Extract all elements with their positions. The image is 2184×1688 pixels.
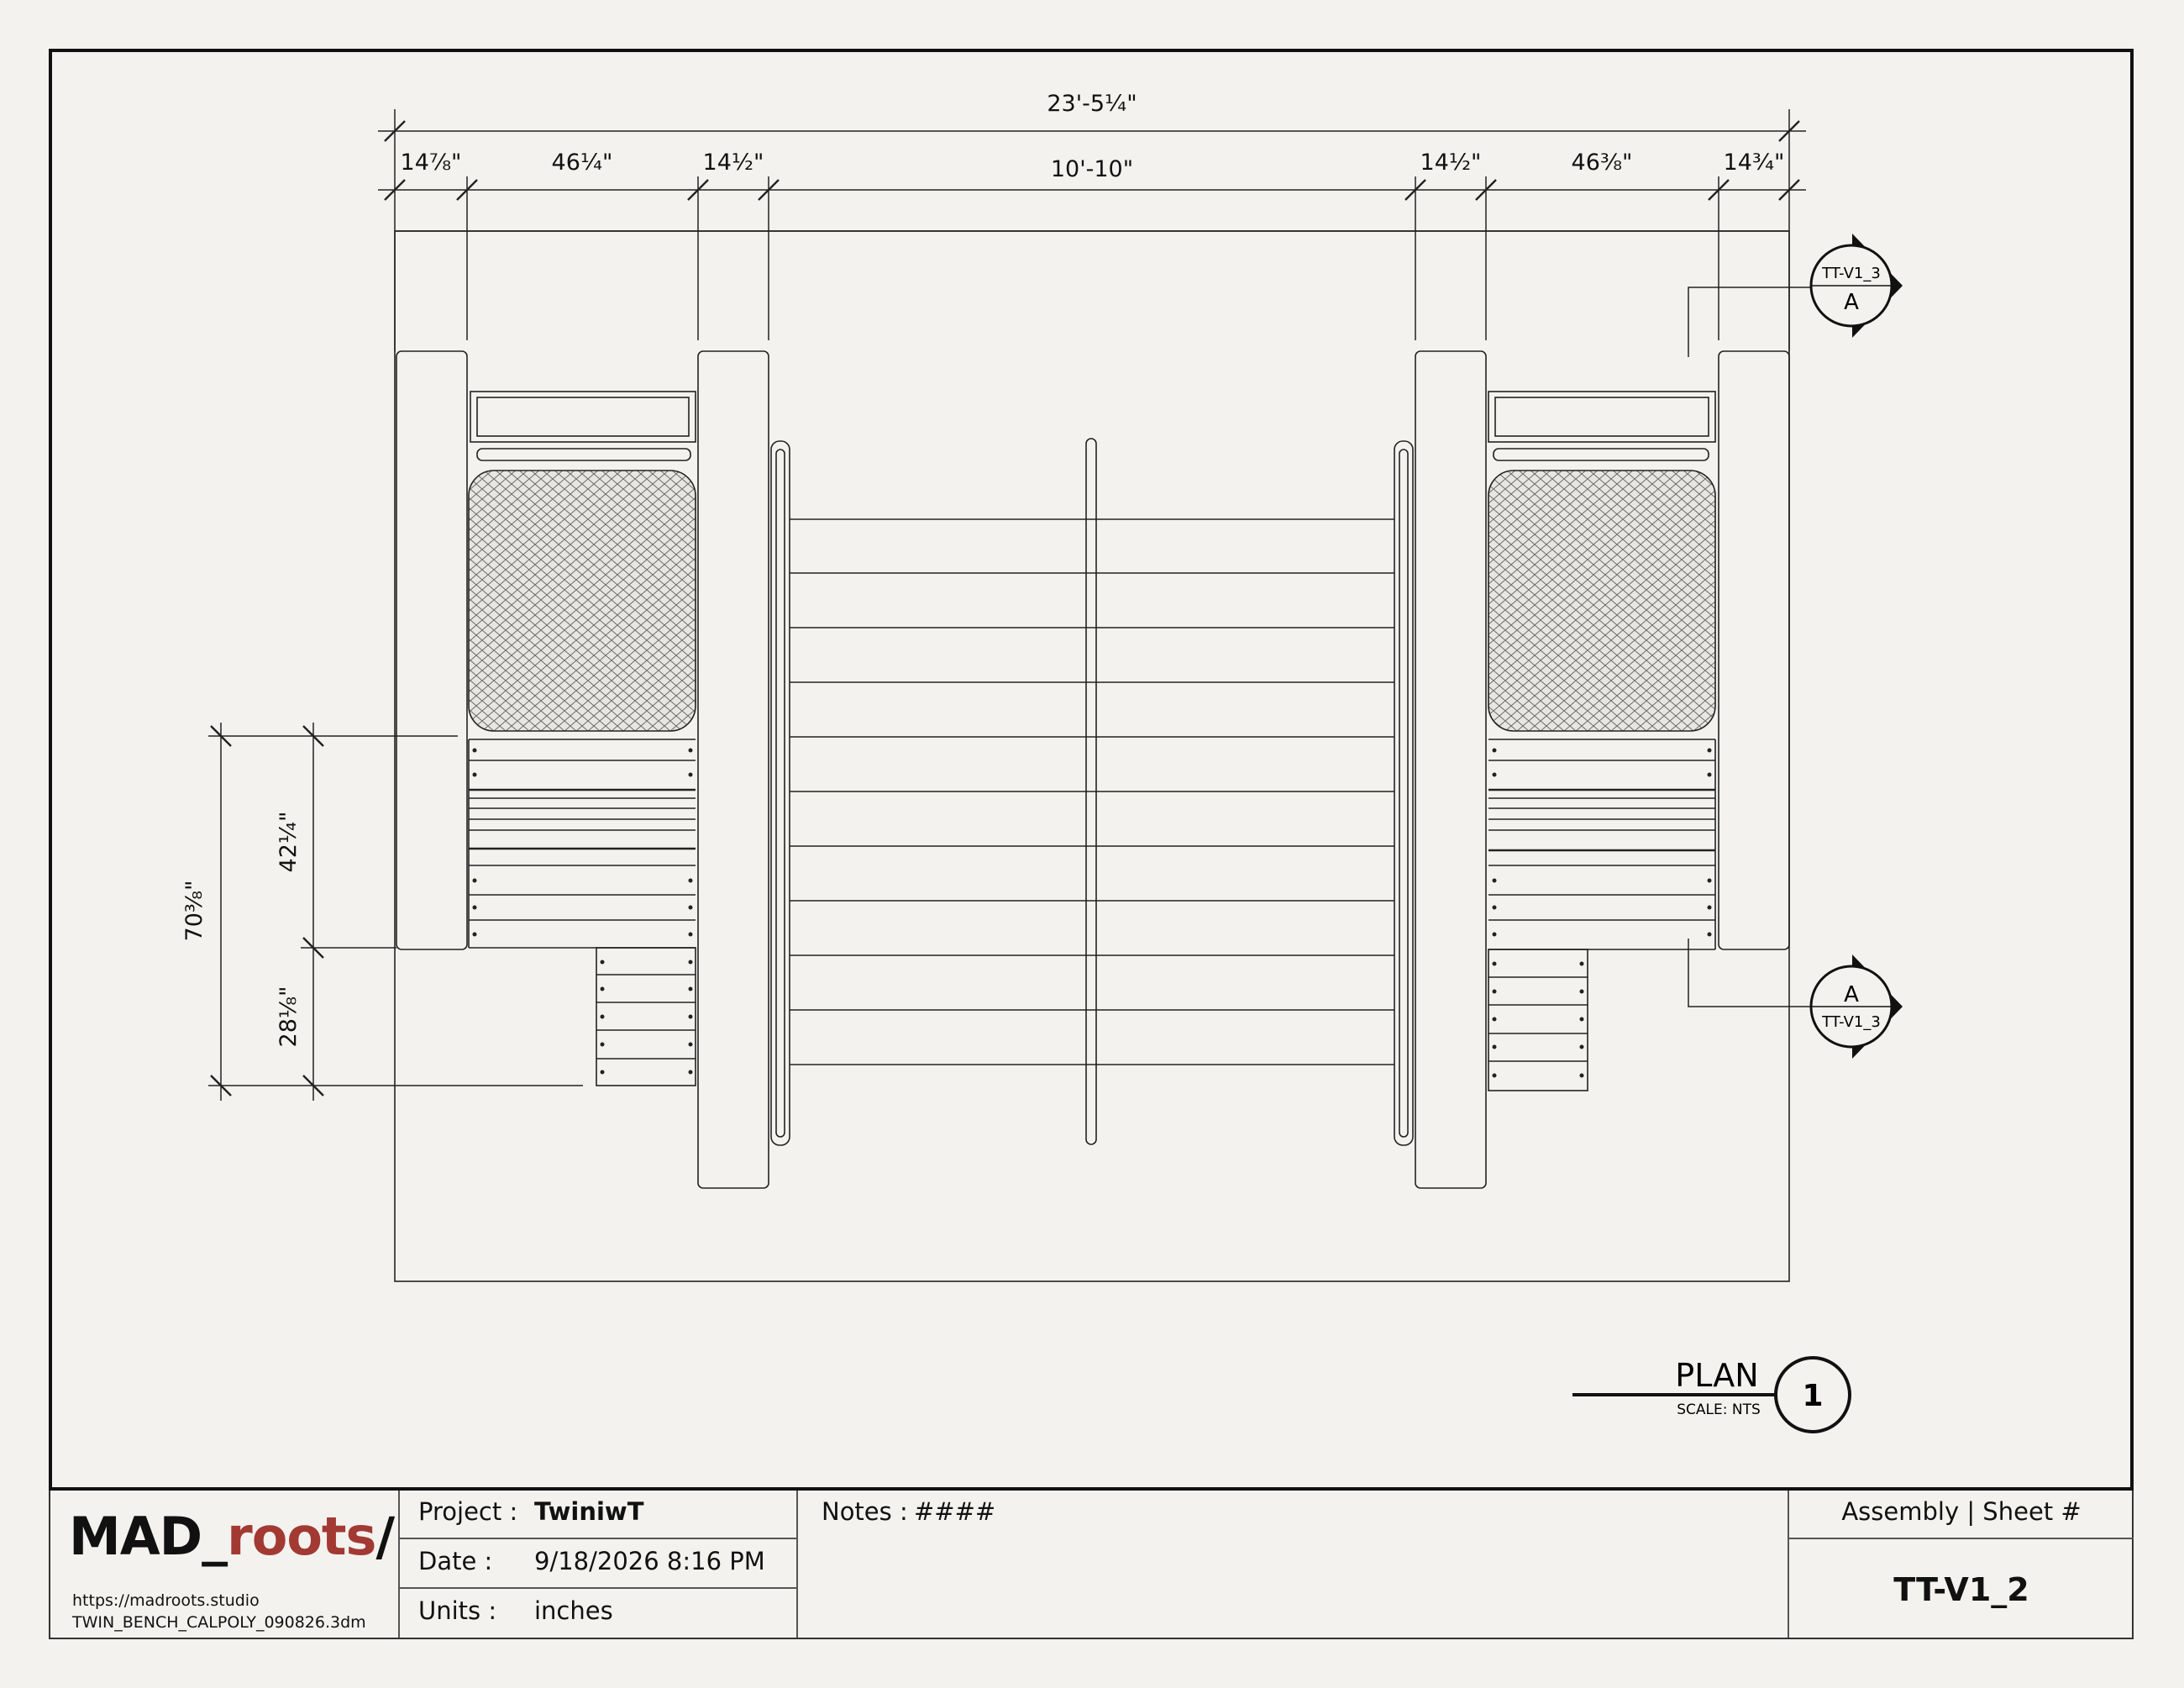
- project-info-cell: Project : TwiniwT Date : 9/18/2026 8:16 …: [400, 1491, 798, 1638]
- logo-cell: MAD_roots/ https://madroots.studio TWIN_…: [50, 1491, 400, 1638]
- units-value: inches: [534, 1596, 613, 1625]
- section-marker-top[interactable]: TT-V1_3 A: [1688, 234, 1903, 357]
- project-label: Project :: [418, 1497, 518, 1526]
- section-top-letter: A: [1844, 290, 1859, 315]
- left-inner-beam: [697, 350, 769, 1189]
- view-title: PLAN SCALE: NTS 1: [1572, 1356, 1851, 1433]
- studio-url[interactable]: https://madroots.studio: [72, 1591, 260, 1610]
- studio-logo: MAD_roots/: [69, 1506, 395, 1567]
- right-inner-beam: [1415, 350, 1487, 1189]
- notes-cell: Notes : ####: [798, 1491, 1789, 1638]
- right-step: [1488, 949, 1588, 1091]
- left-dimensions: [208, 723, 583, 1101]
- left-mesh-seat: [468, 470, 696, 732]
- dim-left-overall: 70⅜": [181, 881, 207, 942]
- right-seat-slats: [1488, 739, 1716, 950]
- assembly-label: Assembly | Sheet #: [1841, 1497, 2082, 1526]
- table-slats: [790, 518, 1394, 1065]
- top-dimensions: [378, 109, 1806, 351]
- left-backrest: [470, 391, 696, 443]
- center-support: [1085, 438, 1097, 1145]
- footprint-outline: [394, 230, 1790, 1282]
- drawing-frame: [49, 49, 2134, 1491]
- section-top-sheet: TT-V1_3: [1821, 265, 1881, 282]
- units-label: Units :: [418, 1596, 497, 1625]
- date-label: Date :: [418, 1547, 493, 1575]
- dim-seg-1: 14⅞": [401, 150, 462, 176]
- view-title-label: PLAN: [1675, 1357, 1758, 1394]
- view-number: 1: [1802, 1379, 1823, 1413]
- right-mesh-seat: [1488, 470, 1716, 732]
- right-backrest: [1488, 391, 1716, 443]
- dim-seg-4: 10'-10": [1051, 156, 1133, 182]
- notes-value: ####: [914, 1497, 996, 1526]
- sheet-number: TT-V1_2: [1893, 1571, 2029, 1608]
- notes-label: Notes :: [822, 1497, 908, 1526]
- title-block: MAD_roots/ https://madroots.studio TWIN_…: [49, 1491, 2134, 1639]
- dim-seg-2: 46¼": [552, 150, 613, 176]
- view-title-scale: SCALE: NTS: [1677, 1401, 1761, 1418]
- file-name: TWIN_BENCH_CALPOLY_090826.3dm: [72, 1613, 366, 1632]
- date-value: 9/18/2026 8:16 PM: [534, 1547, 765, 1575]
- left-step: [596, 947, 696, 1086]
- sheet-cell: Assembly | Sheet # TT-V1_2: [1789, 1491, 2135, 1638]
- dim-seg-5: 14½": [1420, 150, 1482, 176]
- left-rail: [770, 440, 790, 1146]
- dim-left-upper: 42¼": [276, 812, 302, 873]
- section-bottom-sheet: TT-V1_3: [1821, 1013, 1881, 1031]
- dim-seg-6: 46⅜": [1572, 150, 1633, 176]
- right-bench: [1394, 350, 1790, 1189]
- dim-overall: 23'-5¼": [1047, 91, 1137, 117]
- section-bottom-letter: A: [1844, 982, 1859, 1007]
- left-bench: [396, 350, 790, 1189]
- left-outer-beam: [396, 350, 468, 950]
- left-seat-slats: [468, 739, 696, 949]
- fastener-dots: [472, 748, 1712, 1078]
- right-outer-beam: [1718, 350, 1790, 950]
- dim-seg-7: 14¾": [1724, 150, 1785, 176]
- dim-left-lower: 28⅛": [276, 986, 302, 1048]
- dim-seg-3: 14½": [703, 150, 764, 176]
- project-value: TwiniwT: [534, 1497, 644, 1526]
- section-marker-bottom[interactable]: A TT-V1_3: [1688, 939, 1903, 1059]
- right-rail: [1394, 440, 1414, 1146]
